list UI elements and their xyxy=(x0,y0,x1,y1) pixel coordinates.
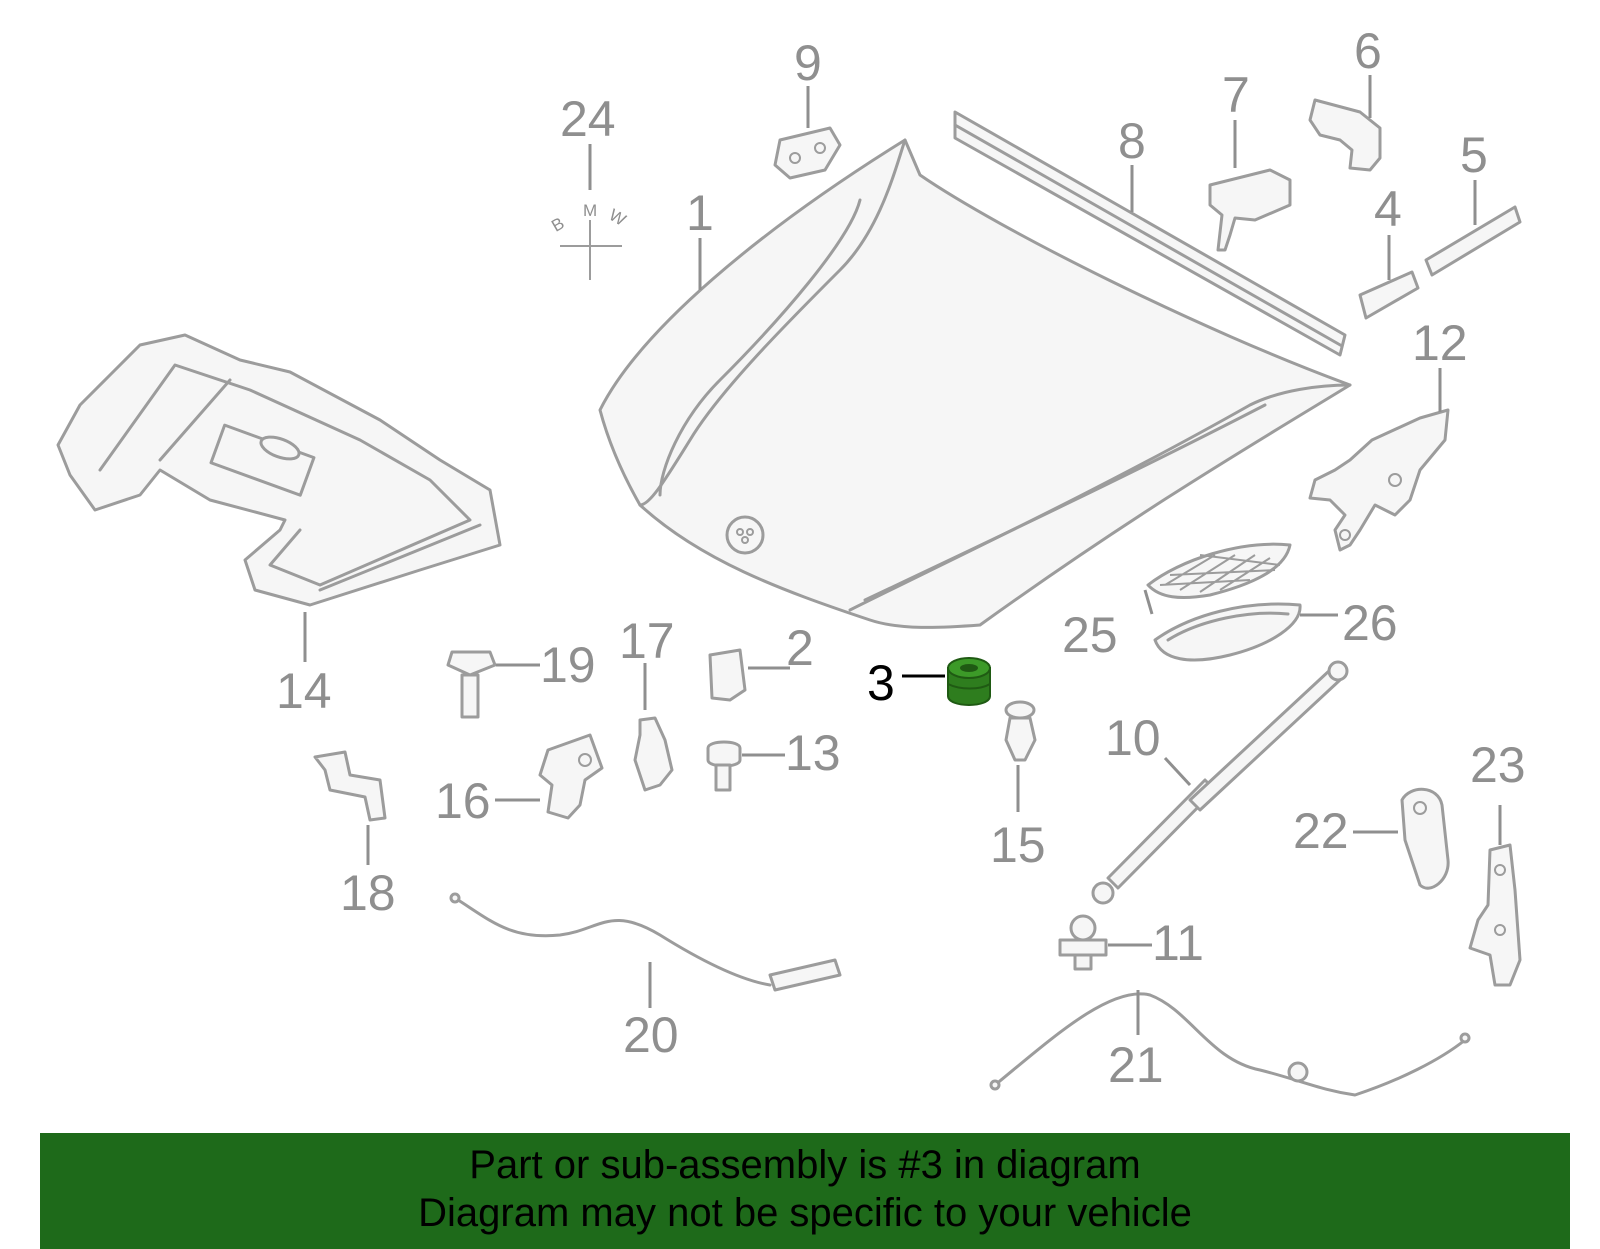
callout-4[interactable]: 4 xyxy=(1374,181,1402,237)
part-18-bracket[interactable] xyxy=(313,750,387,822)
part-11-ball-stud[interactable] xyxy=(1058,914,1108,971)
part-20-release-cable[interactable] xyxy=(449,892,842,992)
callout-18[interactable]: 18 xyxy=(340,865,396,921)
callout-17[interactable]: 17 xyxy=(619,613,675,669)
part-13-nut[interactable] xyxy=(706,740,742,792)
arrow-25 xyxy=(1143,589,1154,615)
callout-13[interactable]: 13 xyxy=(785,725,841,781)
callout-labels: 1 2 3 4 5 6 7 8 9 10 11 12 13 14 15 16 1… xyxy=(276,23,1526,1093)
callout-15[interactable]: 15 xyxy=(990,817,1046,873)
callout-24[interactable]: 24 xyxy=(560,91,616,147)
part-15-rivet[interactable] xyxy=(1004,700,1037,762)
callout-22[interactable]: 22 xyxy=(1293,803,1349,859)
callout-5[interactable]: 5 xyxy=(1460,127,1488,183)
callout-20[interactable]: 20 xyxy=(623,1007,679,1063)
callout-12[interactable]: 12 xyxy=(1412,315,1468,371)
part-26-gasket[interactable] xyxy=(1153,602,1302,662)
part-8-seal-strip[interactable] xyxy=(953,110,1347,357)
arrow-10 xyxy=(1163,756,1192,787)
callout-arrows xyxy=(303,75,1502,1035)
part-4-trim-strip[interactable] xyxy=(1358,270,1420,320)
callout-10[interactable]: 10 xyxy=(1105,710,1161,766)
callout-6[interactable]: 6 xyxy=(1354,23,1382,79)
part-2-clip[interactable] xyxy=(708,648,747,702)
callout-11[interactable]: 11 xyxy=(1152,915,1204,971)
callout-23[interactable]: 23 xyxy=(1470,737,1526,793)
part-25-mesh-grille[interactable] xyxy=(1146,542,1292,600)
callout-16[interactable]: 16 xyxy=(435,773,491,829)
callout-19[interactable]: 19 xyxy=(540,637,596,693)
callout-7[interactable]: 7 xyxy=(1222,67,1250,123)
part-9-bracket[interactable] xyxy=(773,126,842,180)
info-banner: Part or sub-assembly is #3 in diagram Di… xyxy=(40,1133,1570,1249)
part-24-emblem[interactable]: M B W xyxy=(548,201,629,280)
part-12-hinge[interactable] xyxy=(1308,408,1450,552)
part-10-gas-strut[interactable] xyxy=(1091,660,1349,905)
part-3-rubber-buffer[interactable] xyxy=(947,657,991,706)
callout-25[interactable]: 25 xyxy=(1062,607,1118,663)
part-5-trim-strip[interactable] xyxy=(1424,205,1522,277)
part-16-bracket[interactable] xyxy=(538,733,604,820)
callout-26[interactable]: 26 xyxy=(1342,595,1398,651)
part-14-insulation-panel[interactable] xyxy=(56,333,502,607)
callout-8[interactable]: 8 xyxy=(1118,113,1146,169)
part-17-cable-clip[interactable] xyxy=(633,716,674,792)
emblem-letter-b: B xyxy=(548,214,567,236)
callout-3[interactable]: 3 xyxy=(867,655,895,711)
callout-21[interactable]: 21 xyxy=(1108,1037,1164,1093)
emblem-letter-m: M xyxy=(583,201,597,220)
banner-line-1: Part or sub-assembly is #3 in diagram xyxy=(469,1143,1141,1187)
callout-1[interactable]: 1 xyxy=(686,185,714,241)
callout-9[interactable]: 9 xyxy=(794,35,822,91)
emblem-letter-w: W xyxy=(606,205,629,229)
part-7-bracket[interactable] xyxy=(1208,168,1292,252)
callout-14[interactable]: 14 xyxy=(276,663,332,719)
part-6-clip[interactable] xyxy=(1308,98,1382,172)
banner-line-2: Diagram may not be specific to your vehi… xyxy=(418,1191,1192,1235)
part-22-bracket[interactable] xyxy=(1400,787,1450,890)
part-23-hinge-arm[interactable] xyxy=(1468,843,1522,987)
callout-2[interactable]: 2 xyxy=(786,620,814,676)
part-1-hood[interactable] xyxy=(598,138,1352,629)
part-19-bolt[interactable] xyxy=(446,650,497,719)
part-21-release-cable[interactable] xyxy=(989,992,1471,1097)
